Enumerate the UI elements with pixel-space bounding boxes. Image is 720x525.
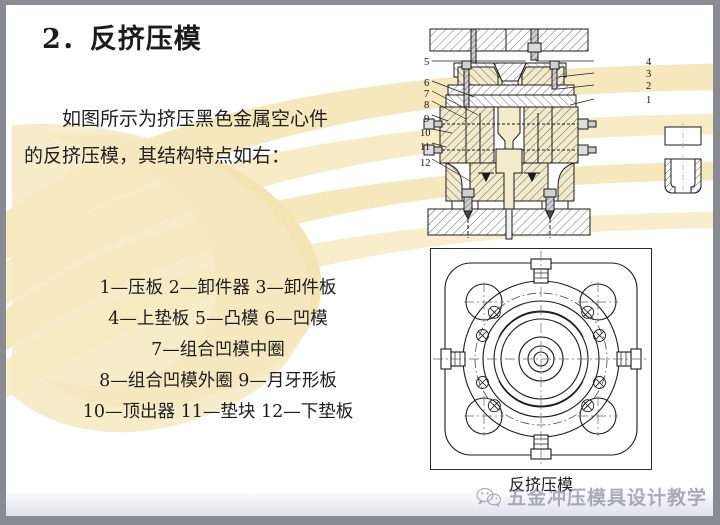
legend-line: 1—压板 2—卸件器 3—卸件板 xyxy=(99,278,337,298)
callout-7: 7 xyxy=(424,89,430,100)
die-section-drawing xyxy=(423,28,597,240)
page-title: 2．反挤压模 xyxy=(42,24,202,55)
slide-canvas: 2．反挤压模 如图所示为挤压黑色金属空心件 的反挤压模，其结构特点如右： 1—压… xyxy=(6,5,713,516)
workpiece-detail-drawing xyxy=(664,123,702,195)
body-paragraph: 如图所示为挤压黑色金属空心件 的反挤压模，其结构特点如右： xyxy=(24,101,414,175)
callout-2: 2 xyxy=(646,81,652,92)
wechat-icon xyxy=(476,487,502,507)
callout-5: 5 xyxy=(424,57,430,68)
callout-6: 6 xyxy=(424,78,430,89)
body-line-1: 如图所示为挤压黑色金属空心件 xyxy=(62,108,329,130)
callout-4: 4 xyxy=(646,57,652,68)
legend-line: 8—组合凹模外圈 9—月牙形板 xyxy=(99,371,337,391)
callout-1: 1 xyxy=(646,95,652,106)
watermark-text: 五金冲压模具设计教学 xyxy=(507,487,708,509)
legend-list: 1—压板 2—卸件器 3—卸件板 4—上垫板 5—凸模 6—凹模 7—组合凹模中… xyxy=(28,273,408,428)
legend-line: 10—顶出器 11—垫块 12—下垫板 xyxy=(82,402,354,422)
callout-12: 12 xyxy=(420,158,431,169)
callout-8: 8 xyxy=(424,100,430,111)
callout-10: 10 xyxy=(420,128,431,139)
callout-11: 11 xyxy=(420,142,431,153)
legend-line: 4—上垫板 5—凸模 6—凹模 xyxy=(108,309,328,329)
die-plan-view-frame xyxy=(430,248,652,470)
figure-caption: 反挤压模 xyxy=(508,475,573,494)
callout-9: 9 xyxy=(424,114,430,125)
legend-line: 7—组合凹模中圈 xyxy=(151,340,285,360)
callout-3: 3 xyxy=(646,69,652,80)
watermark: 五金冲压模具设计教学 xyxy=(476,483,707,510)
body-line-2: 的反挤压模，其结构特点如右： xyxy=(24,145,291,167)
die-plan-drawing xyxy=(433,251,649,467)
